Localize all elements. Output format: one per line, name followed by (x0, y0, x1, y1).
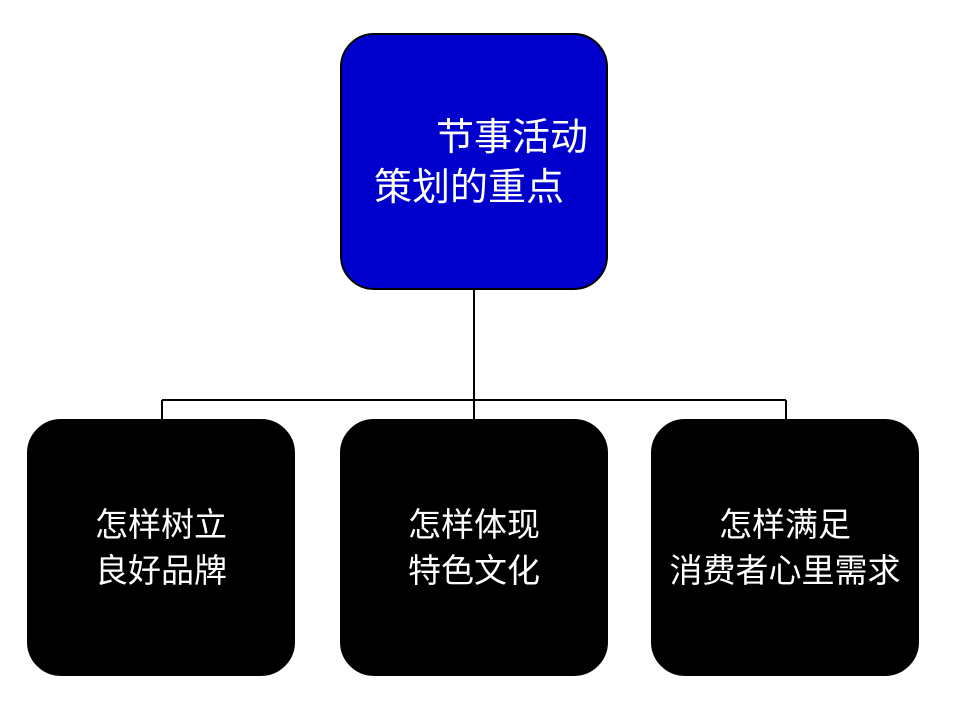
child-node-culture-line-2: 特色文化 (408, 550, 540, 590)
child-node-culture-line-1: 怎样体现 (408, 504, 540, 544)
child-node-brand-line-1: 怎样树立 (95, 504, 227, 544)
child-node-culture: 怎样体现 特色文化 (340, 419, 608, 676)
child-node-consumer-line-2: 消费者心里需求 (669, 550, 901, 590)
child-node-brand-line-2: 良好品牌 (95, 550, 227, 590)
child-node-brand: 怎样树立 良好品牌 (27, 419, 295, 676)
root-node: 节事活动 策划的重点 (340, 33, 608, 290)
child-node-consumer: 怎样满足 消费者心里需求 (651, 419, 919, 676)
root-node-line-2: 策划的重点 (374, 164, 565, 209)
root-node-line-1: 节事活动 (435, 114, 588, 159)
child-node-consumer-line-1: 怎样满足 (719, 504, 851, 544)
